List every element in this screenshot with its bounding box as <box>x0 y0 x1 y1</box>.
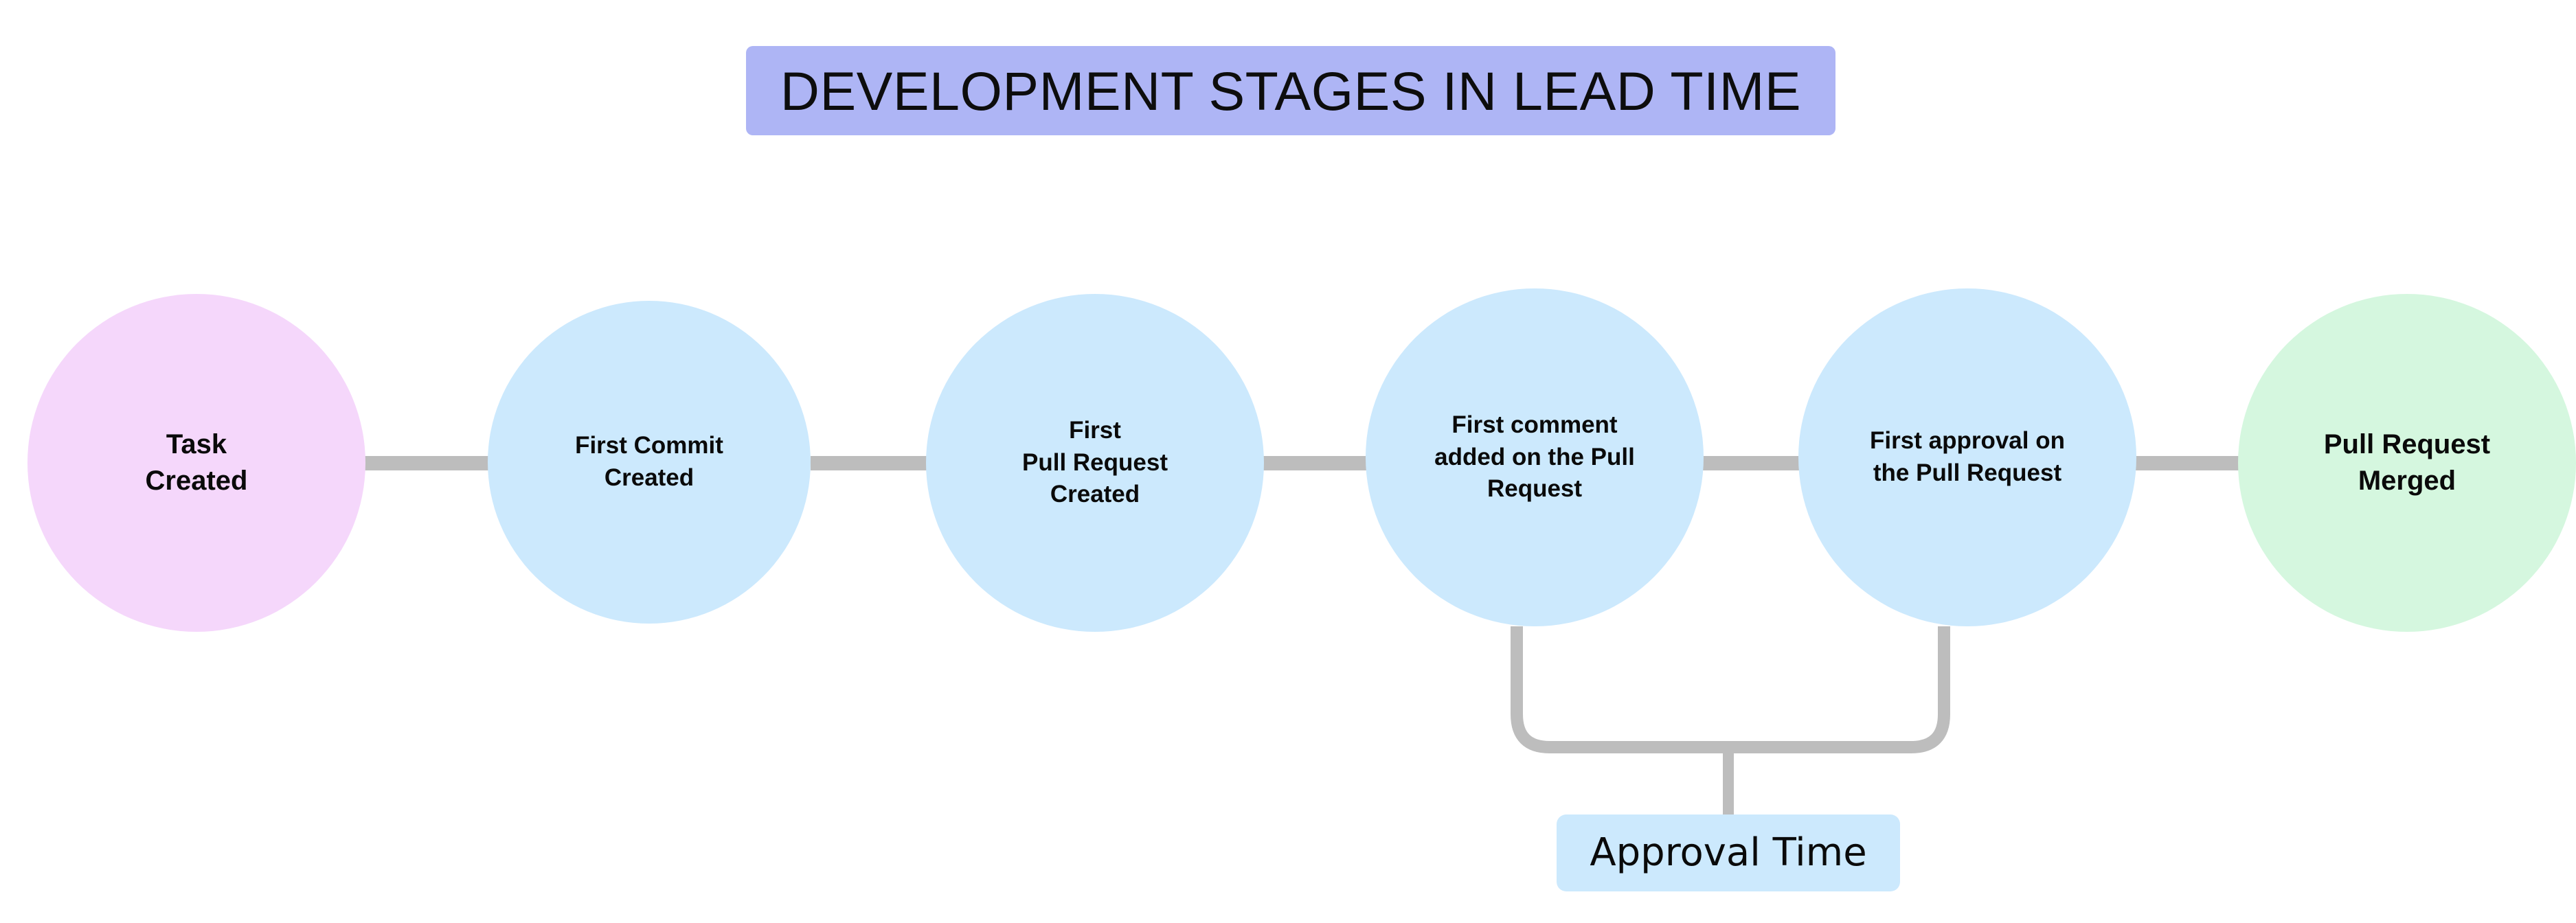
stage-label: Pull Request Merged <box>2323 429 2491 496</box>
stage-node-pull-request-merged[interactable]: Pull Request Merged <box>2238 294 2576 632</box>
page-title: DEVELOPMENT STAGES IN LEAD TIME <box>780 60 1802 122</box>
stage-label: First Pull Request Created <box>1022 417 1168 508</box>
connector-5-6 <box>2119 456 2253 470</box>
stage-label: First Commit Created <box>575 432 723 491</box>
stage-label: Task Created <box>145 429 248 496</box>
connector-1-2 <box>354 456 501 470</box>
approval-stem <box>1723 747 1734 816</box>
stage-node-task-created[interactable]: Task Created <box>27 294 365 632</box>
connector-3-4 <box>1247 456 1381 470</box>
stage-label: First comment added on the Pull Request <box>1434 411 1635 503</box>
stage-label: First approval on the Pull Request <box>1870 427 2065 486</box>
diagram-title-banner: DEVELOPMENT STAGES IN LEAD TIME <box>746 46 1835 135</box>
stage-node-first-pull-request-created[interactable]: First Pull Request Created <box>926 294 1264 632</box>
approval-bracket <box>1511 626 1950 753</box>
stage-node-first-comment-added[interactable]: First comment added on the Pull Request <box>1366 288 1704 626</box>
approval-time-label: Approval Time <box>1590 830 1867 875</box>
connector-2-3 <box>811 456 938 470</box>
approval-time-tag[interactable]: Approval Time <box>1557 814 1900 891</box>
stage-node-first-commit-created[interactable]: First Commit Created <box>488 301 811 624</box>
stage-node-first-approval[interactable]: First approval on the Pull Request <box>1798 288 2136 626</box>
